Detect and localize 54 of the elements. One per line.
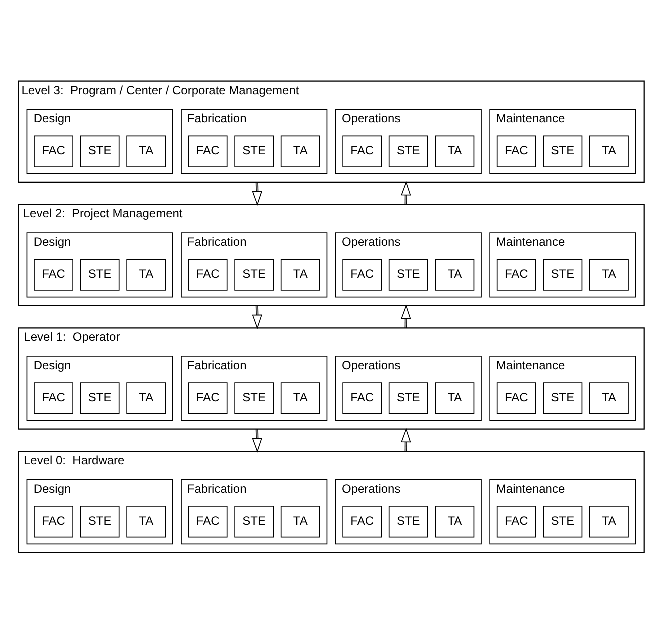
node-box: FAC: [342, 258, 382, 290]
node-box: FAC: [496, 135, 536, 167]
node-box: STE: [234, 258, 274, 290]
node-box: TA: [435, 506, 475, 538]
node-box: TA: [590, 506, 629, 538]
node-box: TA: [126, 135, 166, 167]
node-box: STE: [80, 258, 120, 290]
node-box: FAC: [188, 382, 228, 414]
node-box: TA: [126, 506, 166, 538]
arrow: [252, 428, 262, 452]
node-box: FAC: [34, 506, 74, 538]
arrow: [401, 428, 412, 452]
arrow: [252, 304, 262, 329]
node-box: TA: [126, 382, 166, 414]
node-box: STE: [234, 135, 274, 167]
arrow: [401, 180, 412, 205]
node-box: STE: [234, 506, 274, 538]
node-box: FAC: [342, 135, 382, 167]
node-box: TA: [280, 135, 320, 167]
node-box: FAC: [188, 135, 228, 167]
node-box: STE: [388, 506, 428, 538]
node-box: FAC: [496, 382, 536, 414]
node-box: TA: [280, 506, 320, 538]
node-box: TA: [590, 258, 629, 290]
arrow: [401, 304, 412, 328]
node-box: STE: [543, 506, 583, 538]
node-box: FAC: [342, 382, 382, 414]
node-box: TA: [590, 135, 629, 167]
node-box: STE: [543, 382, 583, 414]
node-box: FAC: [34, 382, 74, 414]
node-box: FAC: [342, 506, 382, 538]
node-box: TA: [280, 258, 320, 290]
node-box: TA: [126, 258, 166, 290]
node-box: FAC: [188, 506, 228, 538]
node-box: STE: [388, 258, 428, 290]
arrow: [252, 181, 262, 206]
node-box: STE: [80, 382, 120, 414]
node-box: TA: [280, 382, 320, 414]
node-box: FAC: [496, 258, 536, 290]
node-box: STE: [234, 382, 274, 414]
node-box: STE: [543, 135, 583, 167]
node-box: STE: [388, 382, 428, 414]
node-box: STE: [388, 135, 428, 167]
node-box: FAC: [188, 258, 228, 290]
node-box: STE: [80, 506, 120, 538]
node-box: STE: [80, 135, 120, 167]
node-box: FAC: [34, 258, 74, 290]
node-box: FAC: [34, 135, 74, 167]
node-box: TA: [435, 382, 475, 414]
node-box: STE: [543, 258, 583, 290]
node-box: FAC: [496, 506, 536, 538]
node-box: TA: [590, 382, 629, 414]
node-box: TA: [435, 135, 475, 167]
node-box: TA: [435, 258, 475, 290]
